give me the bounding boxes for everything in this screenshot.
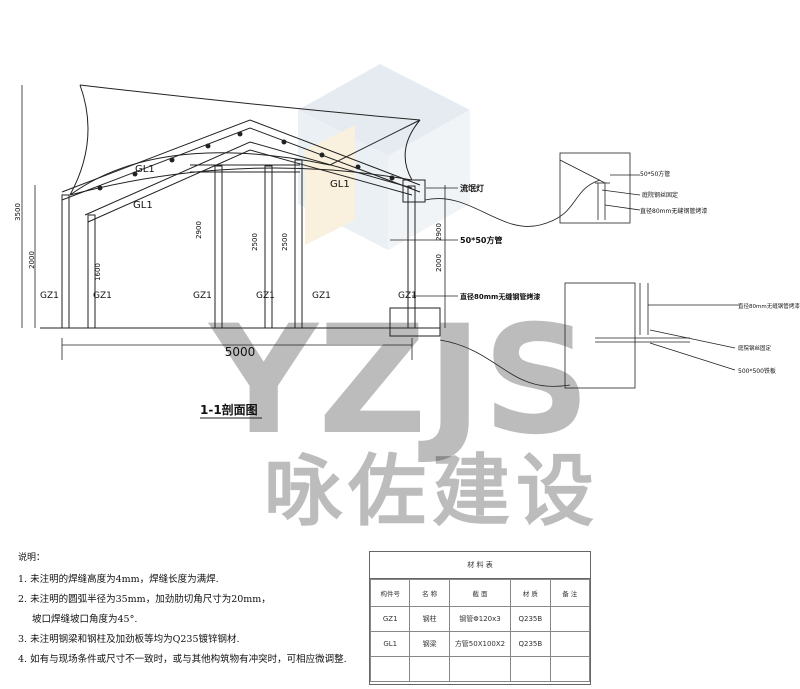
frame-structure bbox=[40, 84, 441, 337]
detail-top-label1: 50*50方管 bbox=[640, 170, 670, 178]
note-item: 4. 如有与现场条件或尺寸不一致时，或与其他构筑物有冲突时，可相应微调整. bbox=[18, 654, 347, 666]
footing-box bbox=[389, 307, 441, 337]
note-item: 2. 未注明的圆弧半径为35mm，加劲肋切角尺寸为20mm， bbox=[18, 594, 271, 606]
table-cell: 钢管Φ120x3 bbox=[448, 606, 512, 632]
dim-2900-a: 2900 bbox=[195, 221, 203, 239]
overall-width: 5000 bbox=[225, 345, 256, 359]
material-table: 材 料 表 构件号 名 称 截 面 材 质 备 注 GZ1 钢柱 钢管Φ120x… bbox=[369, 551, 591, 685]
detail-top-label3: 直径80mm无缝钢管烤漆 bbox=[640, 207, 707, 215]
table-row: GL1 钢梁 方管50X100X2 Q235B bbox=[369, 631, 591, 657]
table-cell bbox=[549, 656, 591, 682]
dim-2000-right: 2000 bbox=[435, 254, 443, 272]
table-cell bbox=[409, 656, 450, 682]
table-cell bbox=[448, 656, 512, 682]
table-header-cell: 构件号 bbox=[369, 579, 411, 607]
detail-bottom-label1: 直径80mm无缝钢管烤漆 bbox=[738, 302, 800, 310]
table-cell bbox=[369, 656, 411, 682]
material-table-caption: 材 料 表 bbox=[370, 552, 590, 579]
label-gz1-5: GZ1 bbox=[312, 291, 331, 301]
dim-2500-b: 2500 bbox=[281, 233, 289, 251]
table-header-cell: 备 注 bbox=[549, 579, 591, 607]
detail-top-label2: 庭院钢丝固定 bbox=[642, 191, 678, 199]
label-gl1-right: GL1 bbox=[330, 179, 350, 190]
table-cell: Q235B bbox=[510, 606, 551, 632]
detail-bottom-label2: 庭院钢丝固定 bbox=[738, 344, 772, 352]
dim-1600: 1600 bbox=[94, 263, 102, 281]
dimension-lines bbox=[21, 85, 446, 360]
table-cell bbox=[510, 656, 551, 682]
label-gz1-1: GZ1 bbox=[40, 291, 59, 301]
detail-bottom bbox=[564, 282, 740, 389]
table-cell: GZ1 bbox=[369, 606, 411, 632]
label-gz1-6: GZ1 bbox=[398, 291, 417, 301]
callouts bbox=[390, 179, 601, 387]
notes-title: 说明： bbox=[18, 552, 46, 563]
watermark-logo bbox=[298, 64, 470, 250]
table-header-cell: 截 面 bbox=[448, 579, 512, 607]
table-header-row: 构件号 名 称 截 面 材 质 备 注 bbox=[369, 579, 591, 607]
dim-2500-a: 2500 bbox=[251, 233, 259, 251]
dim-2000-left: 2000 bbox=[28, 251, 36, 269]
detail-bottom-label3: 500*500铁板 bbox=[738, 367, 776, 375]
notes-panel: 说明： 1. 未注明的焊缝高度为4mm，焊缝长度为满焊. 2. 未注明的圆弧半径… bbox=[18, 548, 348, 670]
table-row: GZ1 钢柱 钢管Φ120x3 Q235B bbox=[369, 606, 591, 632]
note-item: 1. 未注明的焊缝高度为4mm，焊缝长度为满焊. bbox=[18, 574, 219, 586]
table-header-cell: 名 称 bbox=[409, 579, 450, 607]
table-cell: 钢梁 bbox=[409, 631, 450, 657]
table-cell bbox=[549, 606, 591, 632]
note-item: 坡口焊缝坡口角度为45°. bbox=[32, 614, 138, 626]
table-cell: 钢柱 bbox=[409, 606, 450, 632]
label-gl1-lower: GL1 bbox=[133, 200, 153, 211]
table-cell: Q235B bbox=[510, 631, 551, 657]
table-cell bbox=[549, 631, 591, 657]
label-gz1-3: GZ1 bbox=[193, 291, 212, 301]
light-box bbox=[402, 179, 426, 203]
watermark-latin: YZJS bbox=[207, 294, 590, 468]
table-header-cell: 材 质 bbox=[510, 579, 551, 607]
note-item: 3. 未注明钢梁和钢柱及加劲板等均为Q235镀锌钢材. bbox=[18, 634, 240, 646]
table-row bbox=[369, 656, 591, 682]
column-gz1-1 bbox=[61, 194, 70, 329]
section-title: 1-1剖面图 bbox=[200, 402, 258, 417]
table-cell: GL1 bbox=[369, 631, 411, 657]
detail-top bbox=[559, 152, 641, 224]
callout-pipe80: 直径80mm无缝钢管烤漆 bbox=[460, 292, 540, 301]
dim-3500: 3500 bbox=[14, 203, 22, 221]
callout-light: 流氓灯 bbox=[460, 183, 484, 193]
label-gz1-4: GZ1 bbox=[256, 291, 275, 301]
table-cell: 方管50X100X2 bbox=[448, 631, 512, 657]
callout-tube50: 50*50方管 bbox=[460, 235, 502, 245]
label-gz1-2: GZ1 bbox=[93, 291, 112, 301]
dim-2900-right: 2900 bbox=[435, 223, 443, 241]
watermark-chinese: 咏佐建设 bbox=[264, 447, 600, 537]
label-gl1-upper: GL1 bbox=[135, 164, 155, 175]
dimension-texts: 3500 2000 1600 2900 2500 2500 2900 2000 … bbox=[14, 164, 443, 359]
